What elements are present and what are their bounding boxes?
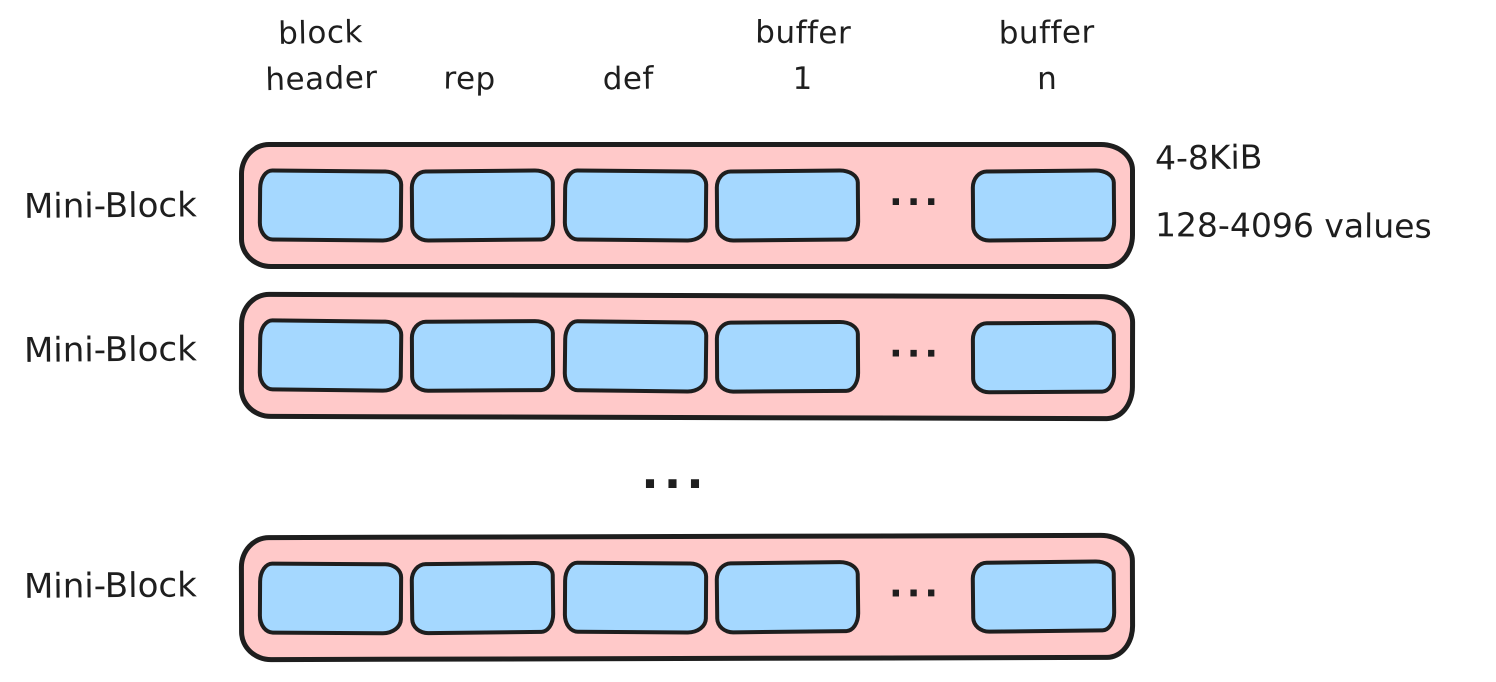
mini-block-label: Mini-Block: [23, 185, 197, 227]
column-label-line2: 1: [792, 60, 814, 98]
column-label-line1: buffer: [998, 14, 1095, 52]
rows-ellipsis: ...: [641, 445, 709, 499]
buffer-n-box: [970, 168, 1117, 243]
buffer-1-box: [714, 168, 861, 243]
buffer-1-box: [714, 319, 861, 394]
def-box: [562, 168, 709, 243]
values-annotation: 128-4096 values: [1154, 205, 1432, 246]
column-label-line1: buffer: [755, 14, 852, 52]
column-label-buffer-1: buffer 1: [693, 9, 914, 103]
rep-box: [409, 560, 556, 636]
column-label-line1: block: [277, 14, 364, 52]
def-box: [562, 319, 709, 394]
def-box: [562, 560, 709, 635]
buffer-n-box: [970, 559, 1117, 634]
mini-block-row-1: ...: [239, 142, 1135, 269]
buffer-n-box: [970, 320, 1117, 395]
block-header-box: [257, 168, 404, 243]
column-label-buffer-n: buffer n: [937, 9, 1158, 103]
block-header-box: [257, 561, 404, 636]
rep-box: [410, 168, 556, 243]
size-annotation: 4-8KiB: [1154, 137, 1263, 178]
buffer-1-box: [714, 559, 861, 635]
column-label-line1: [470, 10, 471, 56]
column-label-line1: [627, 10, 628, 56]
column-label-line2: rep: [443, 60, 497, 98]
rep-box: [410, 319, 556, 393]
column-label-line2: def: [602, 60, 655, 98]
mini-block-row-3: ...: [238, 532, 1136, 663]
mini-block-label: Mini-Block: [23, 329, 197, 371]
column-label-line2: n: [1036, 60, 1058, 98]
mini-block-row-2: ...: [238, 291, 1136, 422]
block-header-box: [257, 318, 404, 393]
mini-block-label: Mini-Block: [23, 565, 197, 607]
